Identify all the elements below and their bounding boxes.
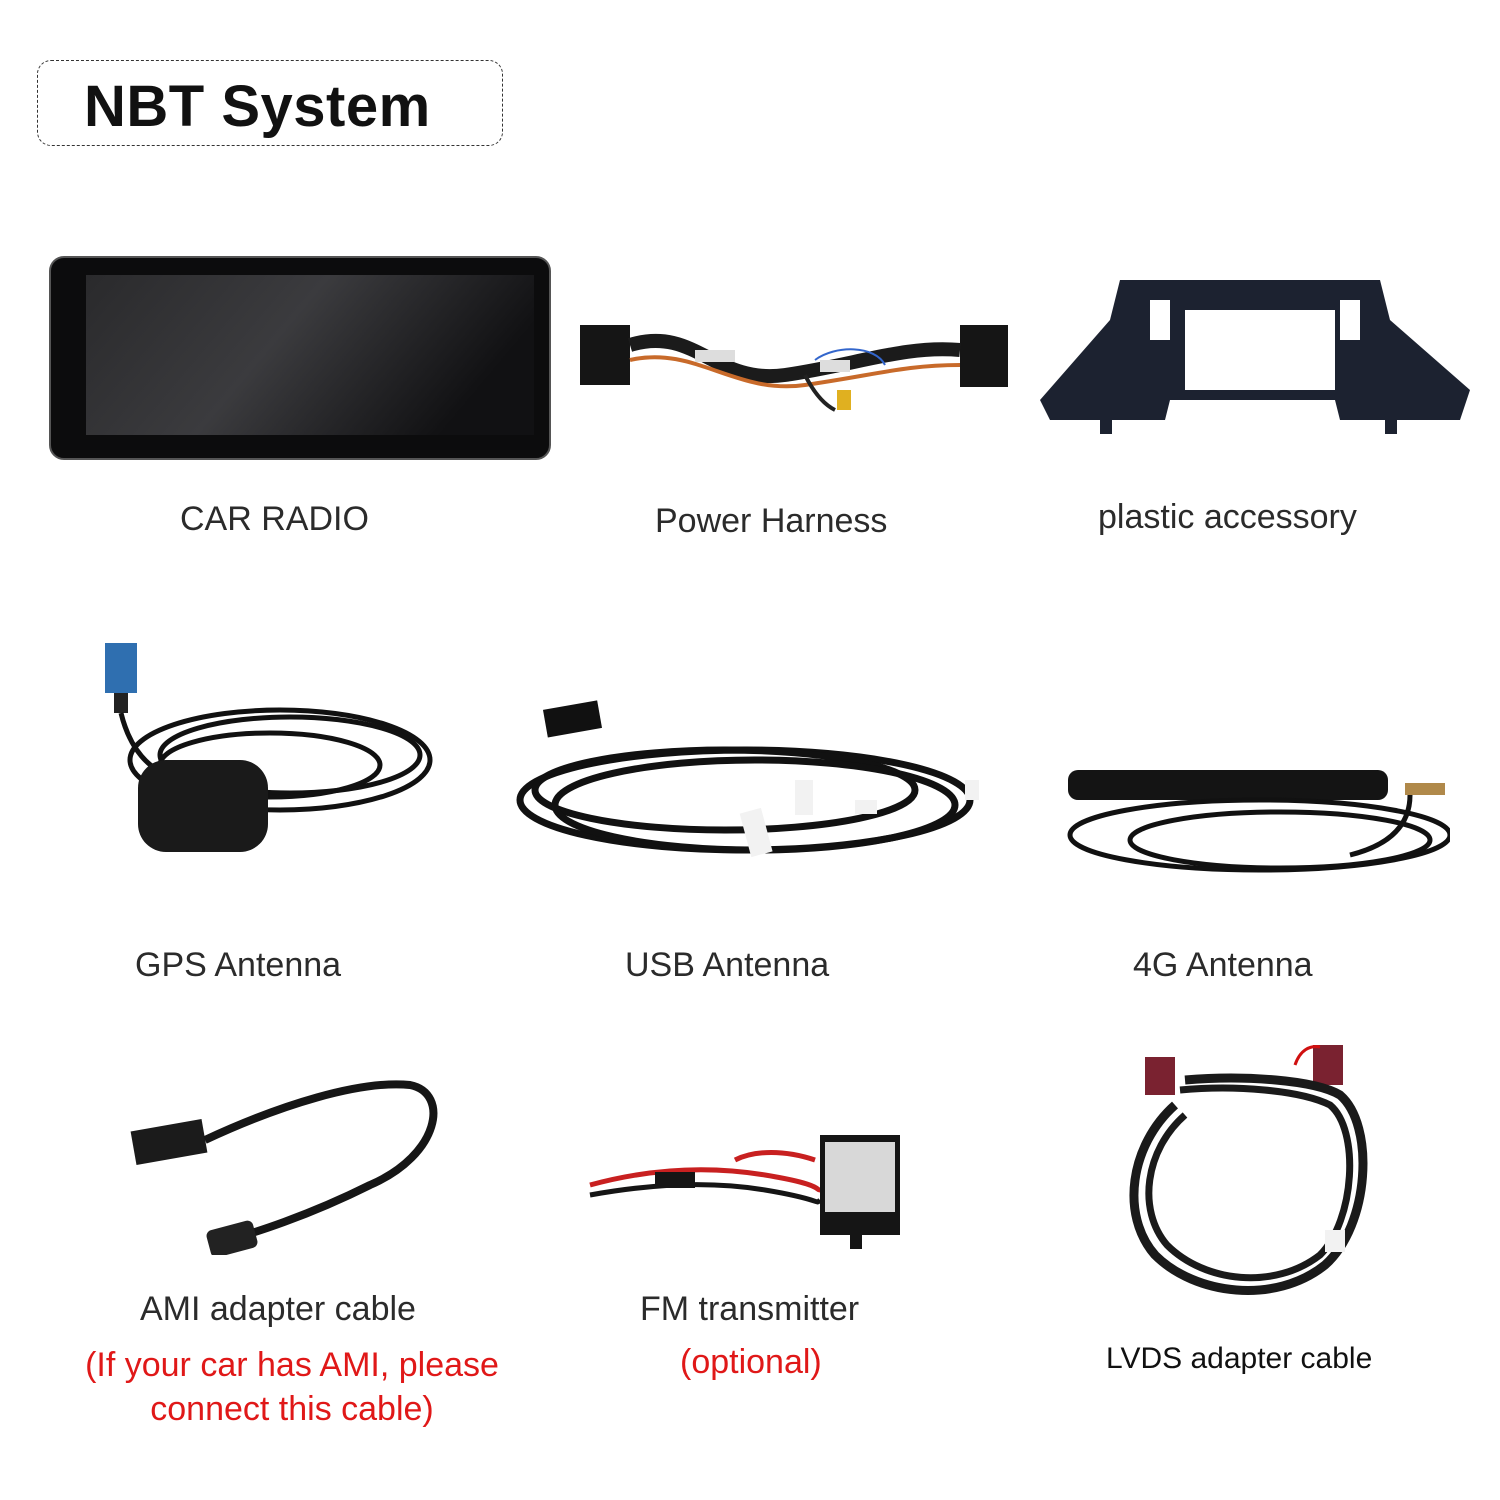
lvds-adapter-cable-label: LVDS adapter cable xyxy=(1106,1342,1373,1375)
car-radio-label: CAR RADIO xyxy=(180,500,369,538)
gps-antenna-image xyxy=(100,640,445,865)
usb-antenna-image xyxy=(515,700,980,870)
gps-antenna-label: GPS Antenna xyxy=(135,946,342,984)
title-box: NBT System xyxy=(37,60,503,146)
4g-antenna-label: 4G Antenna xyxy=(1133,946,1313,984)
ami-note-line-2: connect this cable) xyxy=(150,1390,434,1428)
ami-adapter-cable-note: (If your car has AMI, please connect thi… xyxy=(72,1343,512,1431)
power-harness-label: Power Harness xyxy=(655,502,888,540)
fm-transmitter-image xyxy=(585,1130,930,1255)
lvds-adapter-cable-image xyxy=(1125,1035,1385,1310)
power-harness-image xyxy=(575,305,1015,425)
page-title: NBT System xyxy=(84,74,431,139)
ami-note-line-1: (If your car has AMI, please xyxy=(85,1346,499,1384)
ami-adapter-cable-image xyxy=(130,1075,440,1255)
ami-adapter-cable-label: AMI adapter cable xyxy=(140,1290,416,1328)
fm-transmitter-label: FM transmitter xyxy=(640,1290,860,1328)
4g-antenna-image xyxy=(1050,765,1450,880)
usb-antenna-label: USB Antenna xyxy=(625,946,830,984)
fm-transmitter-note: (optional) xyxy=(680,1343,822,1381)
plastic-accessory-label: plastic accessory xyxy=(1098,498,1357,536)
plastic-accessory-image xyxy=(1040,280,1480,440)
car-radio-image xyxy=(48,255,553,461)
